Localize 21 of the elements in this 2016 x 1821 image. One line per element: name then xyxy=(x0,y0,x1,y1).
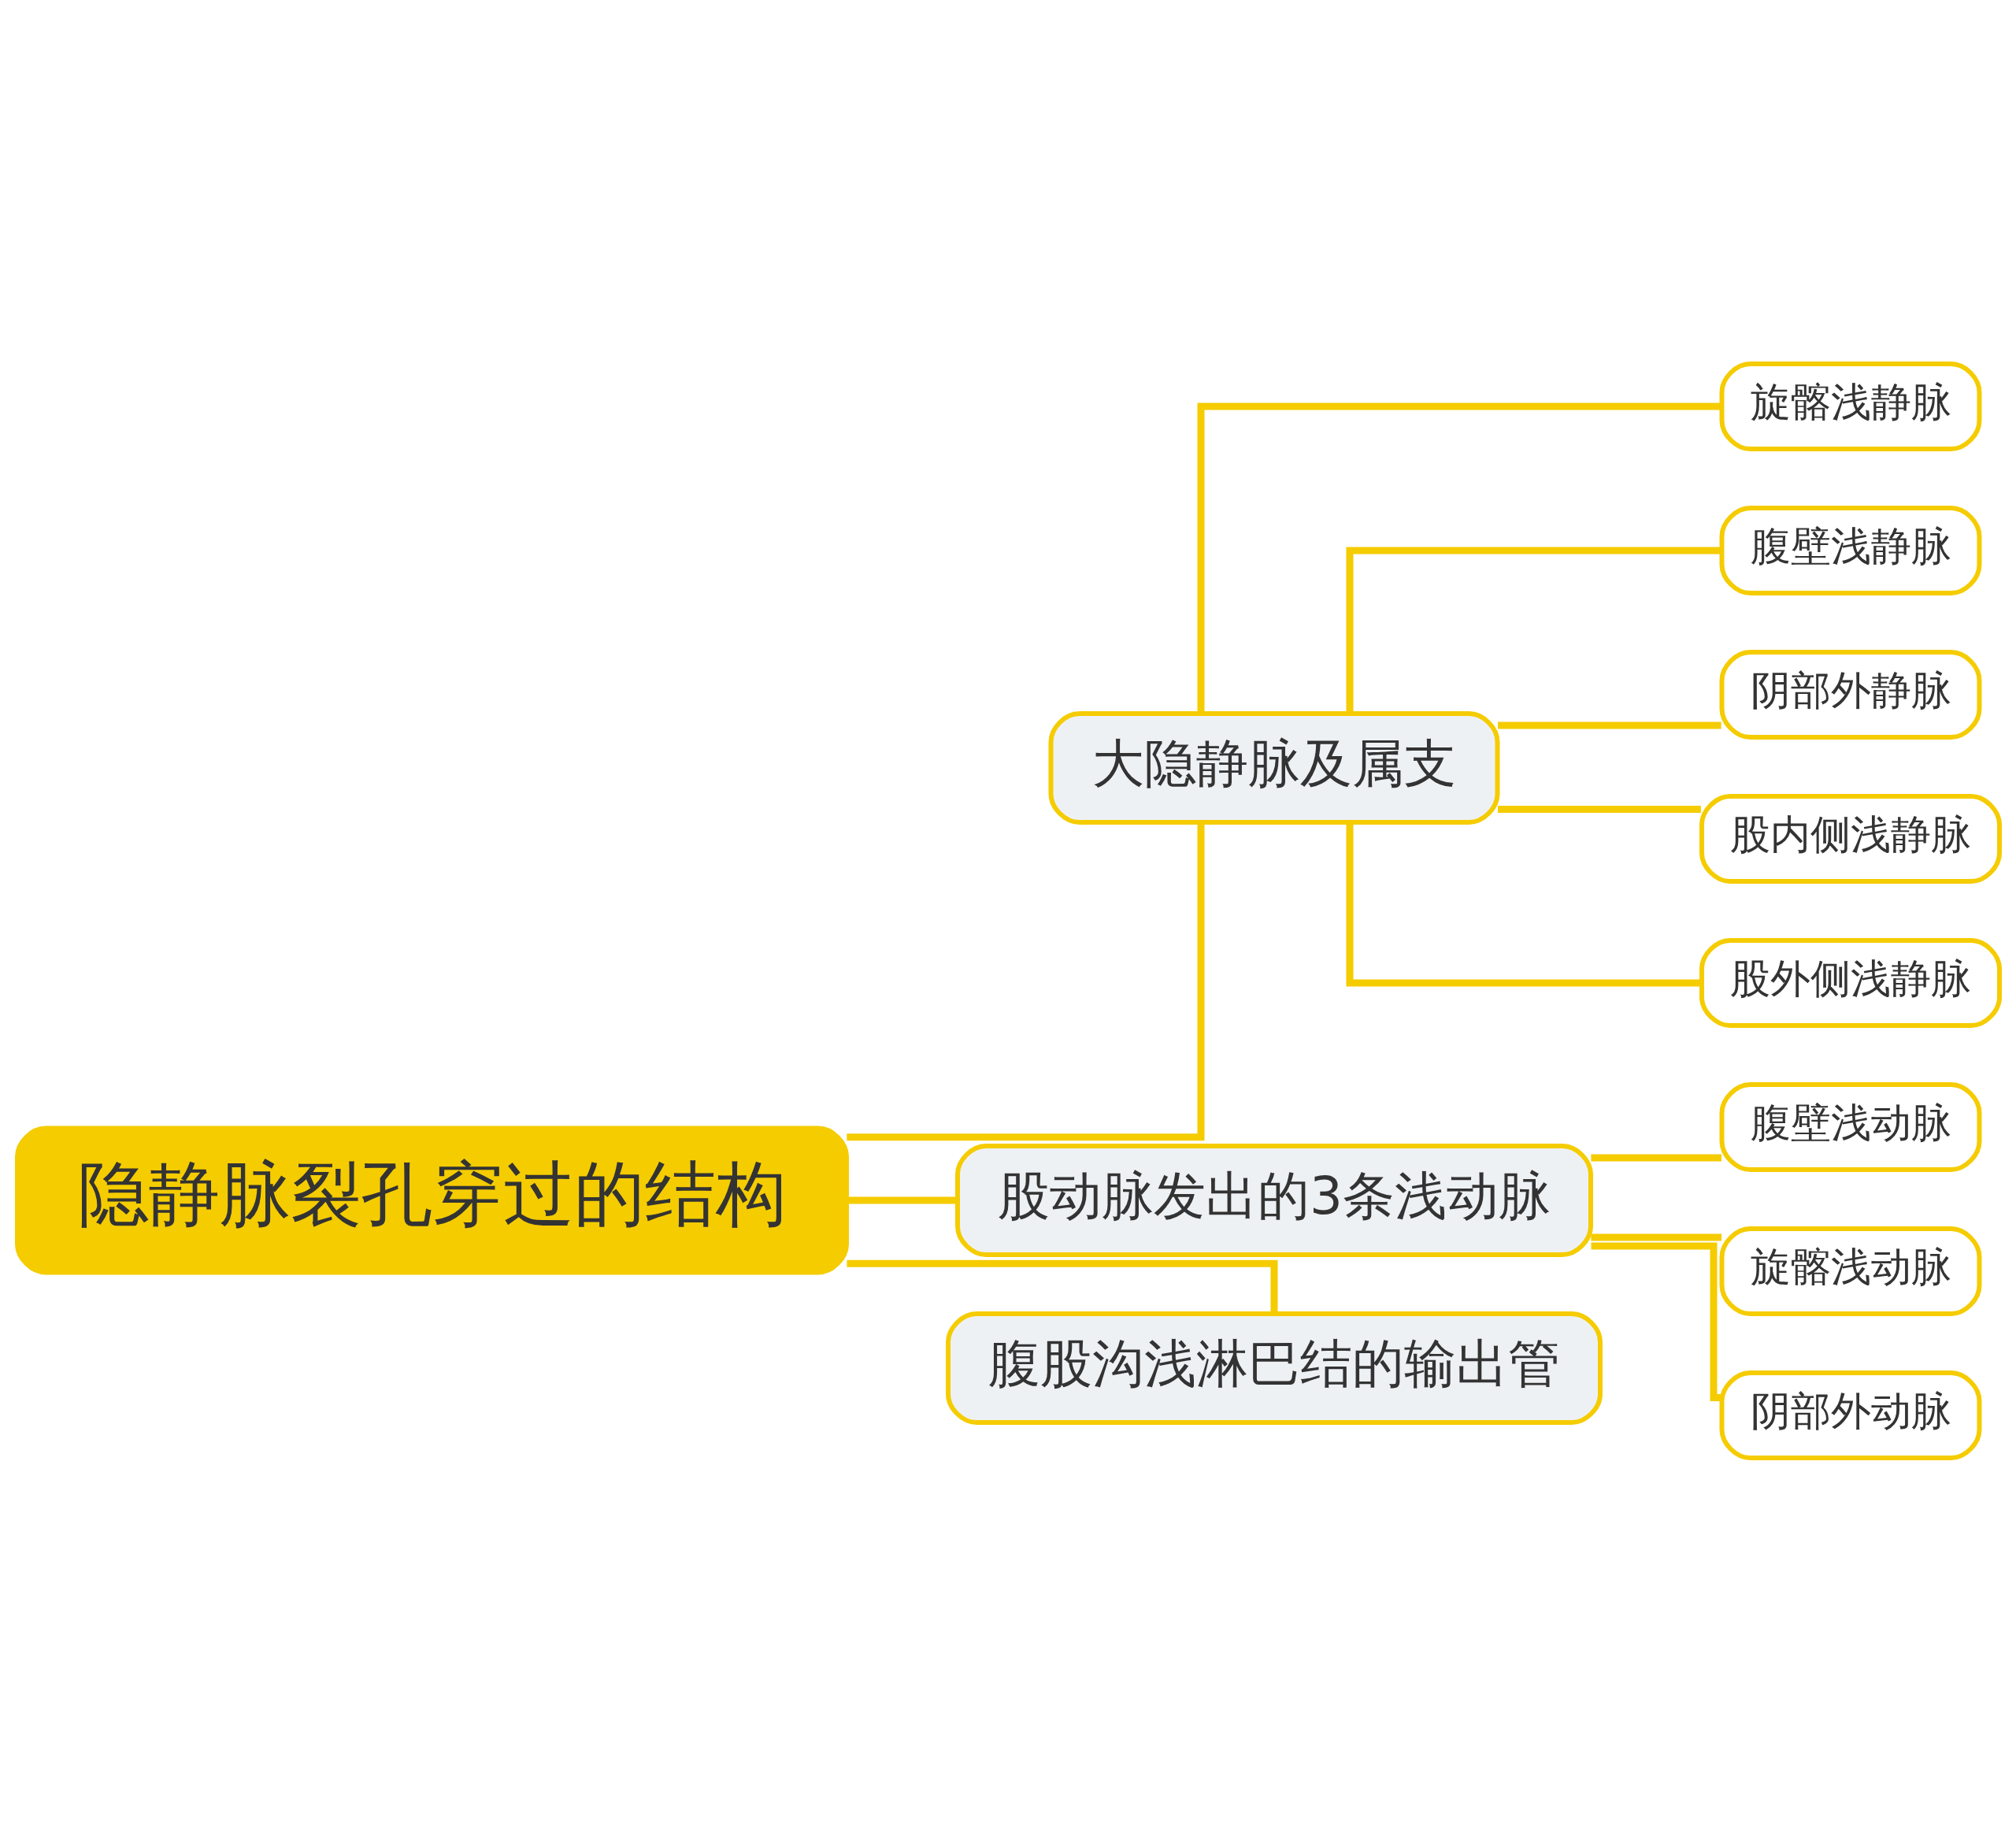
connector xyxy=(1497,805,1701,813)
connector xyxy=(1590,1233,1721,1241)
connector xyxy=(1346,822,1702,986)
node-box: 阴部外动脉 xyxy=(1719,1370,1981,1460)
node-box: 阴部外静脉 xyxy=(1719,649,1981,740)
node-box: 股动脉发出的3条浅动脉 xyxy=(954,1143,1593,1257)
node-box: 股内侧浅静脉 xyxy=(1699,793,2002,884)
node-box: 腹壁浅静脉 xyxy=(1719,505,1981,595)
connector xyxy=(1497,721,1721,729)
node-box: 旋髂浅动脉 xyxy=(1719,1226,1981,1316)
connector xyxy=(1590,1154,1721,1161)
connector xyxy=(1346,547,1721,713)
node-box: 旋髂浅静脉 xyxy=(1719,361,1981,451)
node-box: 腹壁浅动脉 xyxy=(1719,1081,1981,1172)
node-box: 腹股沟浅淋巴结的输出管 xyxy=(945,1311,1603,1425)
node-box: 股外侧浅静脉 xyxy=(1699,937,2002,1028)
connector xyxy=(1197,402,1721,713)
node-box: 隐静脉裂孔穿过的结构 xyxy=(14,1126,849,1274)
connector xyxy=(846,1259,1277,1313)
connector xyxy=(1591,1242,1721,1401)
node-box: 大隐静脉及属支 xyxy=(1048,710,1499,825)
